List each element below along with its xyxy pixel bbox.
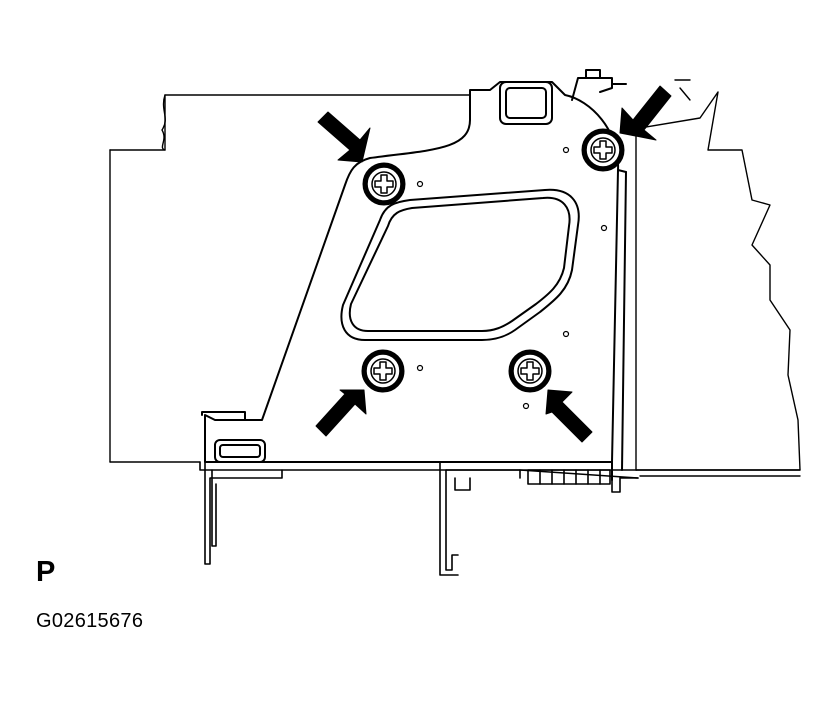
phillips-screw-icon — [361, 349, 405, 393]
figure-code: G02615676 — [36, 610, 144, 632]
center-cutout — [340, 188, 580, 341]
bottom-legs — [199, 461, 639, 576]
pointer-arrow-icon — [317, 111, 371, 163]
hole — [562, 146, 570, 154]
hole — [522, 402, 530, 410]
phillips-screw-icon — [362, 162, 406, 206]
phillips-screw-icon — [508, 349, 552, 393]
pointer-arrow-icon — [315, 389, 367, 437]
pointer-arrow-icon — [619, 85, 672, 141]
hole — [562, 330, 570, 338]
view-label: P — [36, 556, 56, 588]
alignment-holes — [416, 146, 608, 410]
hole — [416, 364, 424, 372]
hole — [600, 224, 608, 232]
background-panel — [109, 94, 471, 463]
phillips-screw-icon — [581, 128, 625, 172]
hole — [416, 180, 424, 188]
bracket-plate — [201, 69, 627, 481]
pointer-arrow-icon — [545, 389, 593, 443]
right-module — [627, 79, 801, 477]
